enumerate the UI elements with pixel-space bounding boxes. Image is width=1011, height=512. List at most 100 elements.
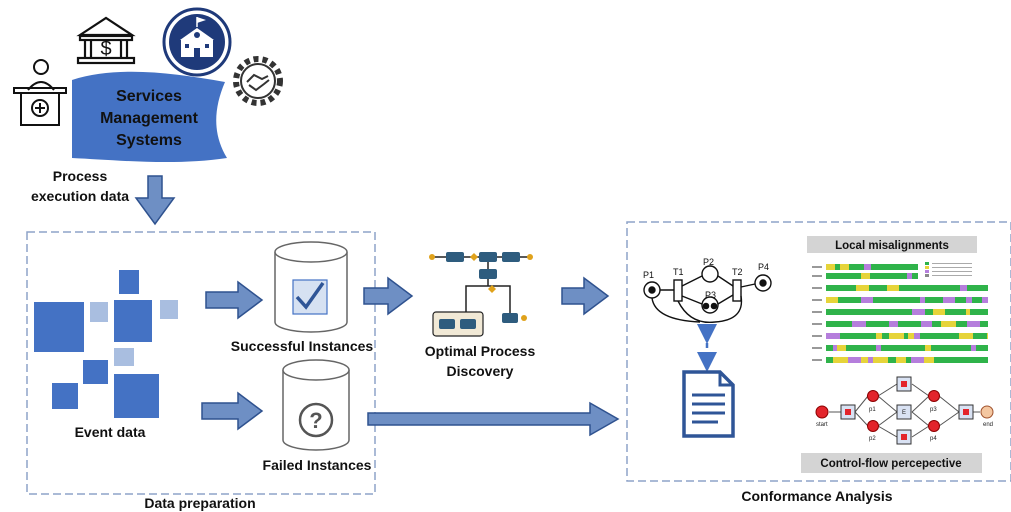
trace-segment (945, 309, 952, 315)
banner-line-1: Services (116, 88, 182, 105)
trace-segment (836, 321, 841, 327)
trace-segment (920, 297, 925, 303)
trace-segment (925, 309, 933, 315)
trace-segment (883, 285, 887, 291)
trace-segment (866, 321, 875, 327)
place-label: P2 (703, 257, 714, 267)
trace-segment (866, 309, 879, 315)
trace-segment (835, 264, 840, 270)
trace-row-marker (812, 311, 822, 313)
trace-segment (840, 333, 844, 339)
legend-line (932, 267, 972, 268)
trace-segment (932, 321, 941, 327)
event-data-label: Event data (75, 424, 146, 440)
trace-segment (845, 285, 856, 291)
trace-segment (908, 333, 914, 339)
trace-segment (856, 285, 869, 291)
trace-segment (826, 309, 840, 315)
data-preparation-title: Data preparation (144, 495, 255, 511)
trace-segment (978, 333, 987, 339)
trace-segment (860, 309, 866, 315)
trace-segment (978, 297, 982, 303)
successful-instances-label: Successful Instances (231, 338, 374, 354)
trace-segment (840, 264, 849, 270)
trace-segment (881, 345, 895, 351)
trace-segment (966, 297, 972, 303)
successful-instances-db (274, 241, 348, 333)
trace-segment (882, 273, 888, 279)
trace-segment (833, 357, 848, 363)
bpmn-labels: start end p1 p2 p3 p4 E (816, 407, 993, 442)
conformance-title: Conformance Analysis (741, 488, 892, 504)
arrow-to-failed (201, 391, 264, 431)
trace-segment (960, 285, 967, 291)
trace-segment (873, 297, 880, 303)
trace-segment (841, 273, 846, 279)
trace-segment (897, 273, 907, 279)
arrow-to-discovery (363, 276, 414, 316)
trace-segment (967, 321, 980, 327)
trace-segment (891, 264, 903, 270)
local-misalignments-bar (807, 236, 977, 253)
trace-segment (879, 309, 884, 315)
data-preparation-frame (26, 231, 376, 495)
trace-segment (956, 321, 967, 327)
trace-segment (907, 273, 912, 279)
trace-segment (903, 264, 913, 270)
failed-instances-db: ? (282, 359, 350, 451)
trace-segment (971, 345, 976, 351)
trace-segment (899, 285, 914, 291)
arrow-to-successful (205, 280, 264, 320)
trace-segment (987, 345, 988, 351)
trace-segment (979, 309, 988, 315)
trace-segment (971, 357, 980, 363)
trace-segment (840, 309, 849, 315)
trace-row-marker (812, 287, 822, 289)
trace-segment (871, 264, 882, 270)
trace-segment (853, 333, 864, 339)
trace-segment (887, 285, 899, 291)
trace-segment (882, 333, 889, 339)
transition-label: T2 (732, 267, 743, 277)
trace-segment (925, 297, 939, 303)
trace-segment (826, 321, 836, 327)
trace-segment (931, 345, 945, 351)
trace-segment (852, 321, 866, 327)
petri-net-labels: P1 P2 P3 P4 T1 T2 (643, 257, 769, 300)
trace-segment (976, 345, 987, 351)
trace-segment (970, 309, 979, 315)
trace-segment (836, 285, 845, 291)
banner-line-2: Management (100, 110, 198, 127)
failed-instances-label: Failed Instances (263, 457, 372, 473)
services-banner: Services Management Systems (72, 71, 227, 163)
trace-segment (868, 357, 873, 363)
trace-segment (876, 345, 881, 351)
trace-segment (927, 333, 938, 339)
trace-segment (848, 357, 861, 363)
place-label: P1 (643, 270, 654, 280)
control-flow-bar (801, 453, 982, 473)
place-label: P4 (758, 262, 769, 272)
trace-segment (849, 309, 856, 315)
trace-segment (925, 345, 931, 351)
trace-segment (864, 333, 876, 339)
trace-segment (861, 357, 868, 363)
bank-icon: $ (76, 16, 136, 65)
trace-row-marker (812, 266, 822, 268)
trace-segment (869, 285, 874, 291)
trace-row-marker (812, 323, 822, 325)
conformance-frame (626, 221, 1011, 482)
trace-segment (848, 297, 855, 303)
legend-swatch (925, 270, 929, 273)
trace-segment (846, 345, 860, 351)
trace-segment (873, 357, 888, 363)
trace-segment (982, 297, 988, 303)
trace-segment (906, 357, 911, 363)
trace-segment (945, 357, 950, 363)
trace-row-marker (812, 299, 822, 301)
trace-segment (905, 345, 913, 351)
trace-segment (987, 333, 988, 339)
legend-swatch (925, 266, 929, 269)
trace-segment (888, 357, 896, 363)
